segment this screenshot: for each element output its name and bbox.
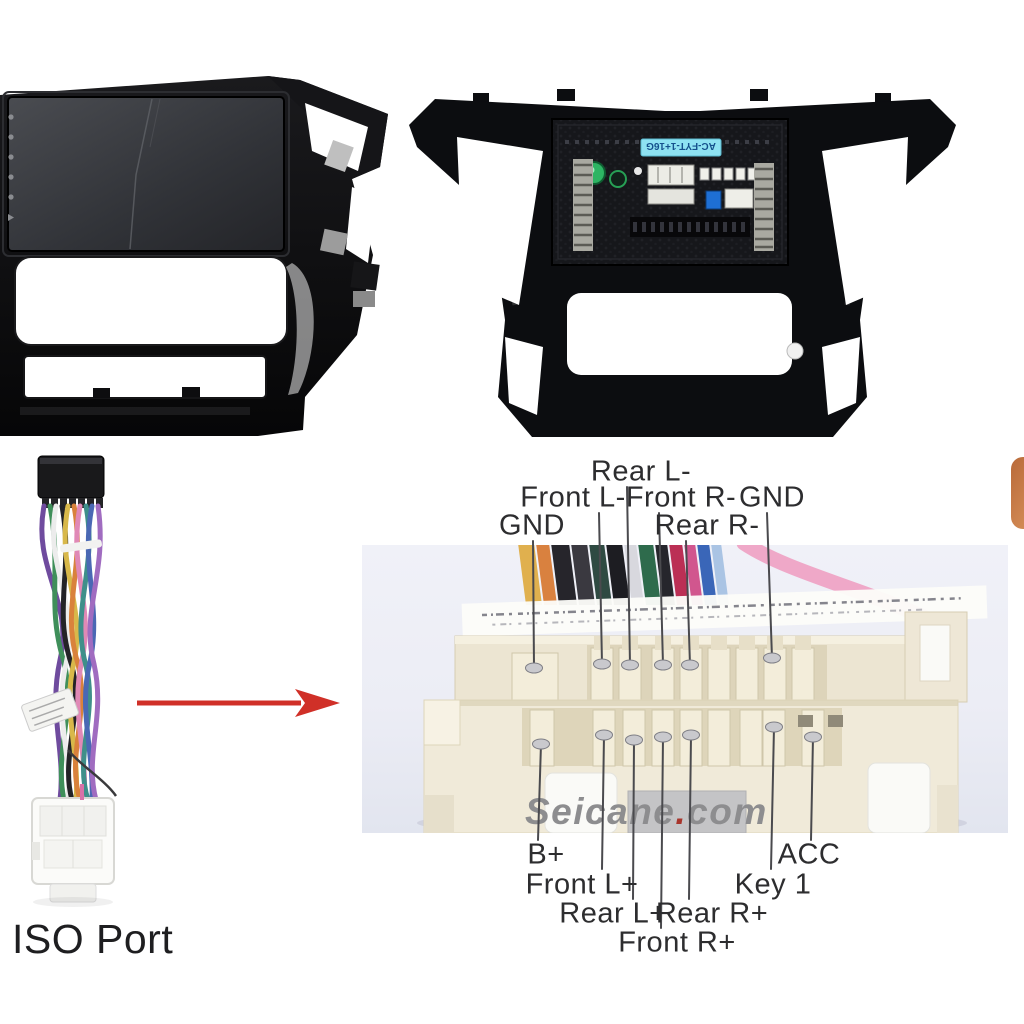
pin-label-rear-l-pos: Rear L+ [559,897,667,930]
iso-port-caption: ISO Port [12,916,174,962]
front-lower-opening [14,256,288,346]
pin-label-front-r-neg: Front R- [625,481,737,514]
rear-cutout-right-wing [822,137,908,305]
screen-reflection [129,98,153,250]
red-arrow [137,689,340,717]
pin-label-front-l-neg: Front L- [520,481,626,514]
stereo-front-view-photo [0,76,388,436]
watermark: Seicane.com [525,791,768,833]
side-button-icons [8,114,14,221]
model-sticker-text: AC-FYT-1+16G [646,140,716,151]
pin-label-front-r-pos: Front R+ [618,926,736,959]
watermark-brand: Seicane [525,791,676,832]
stereo-rear-view-photo: AC-FYT-1+16G [409,89,956,437]
rear-connector-blocks [647,164,758,210]
connector-photo-panel: Seicane.com [362,545,1008,833]
screw [786,342,804,360]
iso-white-connector [31,784,115,903]
gloss-highlight [286,263,314,395]
pin-label-acc: ACC [777,838,841,871]
rear-cutout-bottom-left [505,337,543,415]
iso-harness-photo [21,455,118,907]
front-frame-cutout-upper-right [305,103,368,171]
model-sticker [640,138,722,157]
rear-cutout-center [567,293,792,375]
rear-cutout-left-wing [457,137,543,305]
cable-tie [60,539,102,553]
watermark-dot: . [675,791,688,832]
front-frame-cutout-lower-right [346,187,376,263]
iso-connector-closeup [417,545,988,833]
heatsink-combs [573,159,774,251]
cropped-orange-object [1011,457,1024,529]
rear-fascia-body [409,99,956,437]
wire-tag [21,688,79,732]
pin-label-rear-l-neg: Rear L- [590,455,692,488]
pin-label-gnd-left: GND [499,509,565,542]
printed-label-strip [461,585,988,637]
pin-label-rear-r-pos: Rear R+ [655,897,769,930]
green-ring-port [609,170,627,188]
watermark-tld: com [687,791,768,832]
pin-label-key-1: Key 1 [734,868,812,901]
pin-label-front-l-pos: Front L+ [525,868,639,901]
pin-label-b-pos: B+ [527,838,565,871]
stray-wire [67,749,118,797]
pin-label-rear-r-neg: Rear R- [654,509,760,542]
front-bottom-slot [23,355,267,399]
pin-label-gnd-right: GND [739,481,805,514]
usb-port [705,190,722,210]
touch-screen [7,96,285,252]
wire-bundle [39,503,103,803]
rear-cutout-bottom-right [822,337,860,415]
